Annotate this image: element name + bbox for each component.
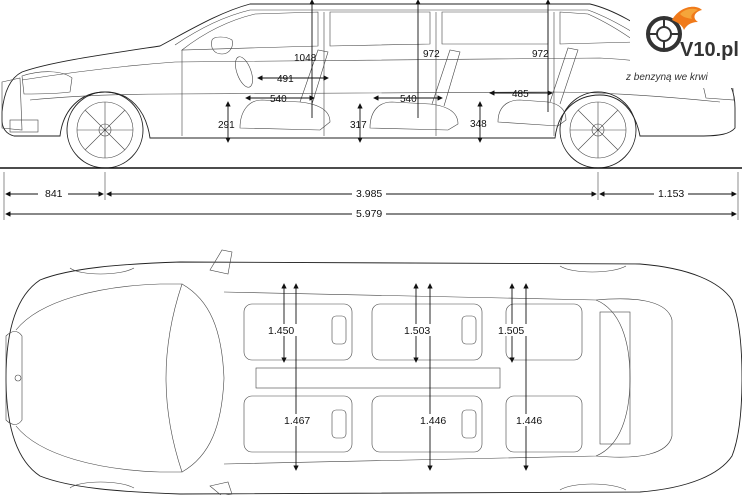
front-wheel [66,91,144,169]
width-front-lower: 1.467 [284,415,310,427]
seat-depth-front: 491 [277,74,294,85]
total-length-label: 5.979 [356,208,382,220]
side-view-drawing [0,3,742,169]
height-front: 1048 [294,53,317,64]
top-view-drawing [5,249,742,495]
tire-icon [646,16,682,52]
width-rear-lower: 1.446 [516,415,542,427]
height-middle: 972 [423,49,440,60]
length-dimensions: 841 3.985 1.153 5.979 [3,172,739,220]
width-middle-lower: 1.446 [420,415,446,427]
seat-height-front: 291 [218,120,235,131]
width-rear-upper: 1.505 [498,325,524,337]
leg-middle: 540 [400,94,417,105]
top-view-dimensions: 1.450 1.503 1.505 1.467 1.446 1.446 [266,283,546,471]
rear-wheel [559,91,637,169]
leg-rear: 485 [512,89,529,100]
logo-brand: V10.pl [680,39,739,61]
width-middle-upper: 1.503 [404,325,430,337]
flame-icon [672,6,702,31]
width-front-upper: 1.450 [268,325,294,337]
wheelbase-label: 3.985 [356,188,382,200]
side-view-dimensions: 1048 972 972 491 540 540 485 291 317 348 [218,0,553,143]
seat-height-middle: 317 [350,120,367,131]
logo-tagline: z benzyną we krwi [625,72,708,83]
v10-logo: V10.pl z benzyną we krwi [625,4,740,88]
leg-front: 540 [270,94,287,105]
height-rear: 972 [532,49,549,60]
rear-overhang-label: 1.153 [658,188,684,200]
seat-height-rear: 348 [470,119,487,130]
front-overhang-label: 841 [45,188,63,200]
